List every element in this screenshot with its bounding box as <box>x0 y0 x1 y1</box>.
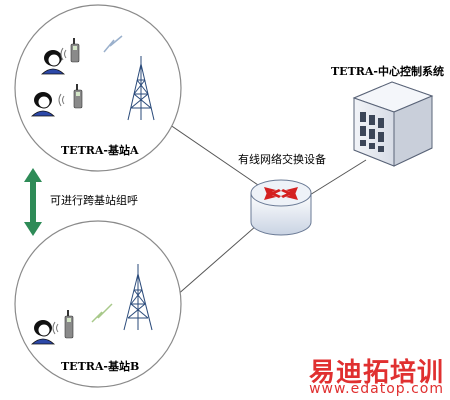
handset-icon <box>64 310 74 339</box>
link-station-a-to-switch <box>159 117 259 186</box>
signal-waves-icon <box>52 321 59 335</box>
handset-icon <box>73 84 83 109</box>
station-b-label: TETRA-基站B <box>61 360 140 373</box>
user-icon <box>40 50 66 75</box>
base-station-tower-icon <box>127 56 155 121</box>
user-icon <box>30 320 56 345</box>
link-switch-to-control <box>304 159 367 199</box>
control-system-label: TETRA-中心控制系统 <box>331 65 444 78</box>
station-a-coverage-circle <box>14 4 182 172</box>
control-server-icon <box>352 81 434 167</box>
handset-icon <box>70 38 80 63</box>
station-b-coverage-circle <box>14 220 182 388</box>
station-a-label: TETRA-基站A <box>61 144 139 157</box>
cross-call-annotation: 可进行跨基站组呼 <box>50 194 138 207</box>
base-station-tower-icon <box>123 264 153 331</box>
cross-station-arrow-icon <box>24 168 42 236</box>
watermark-url: www.edatop.com <box>309 381 444 397</box>
signal-waves-icon <box>58 93 65 107</box>
network-switch-icon <box>250 179 312 236</box>
user-icon <box>30 92 56 117</box>
radio-link-icon <box>91 303 113 323</box>
signal-waves-icon <box>60 47 67 61</box>
radio-link-icon <box>103 35 123 53</box>
network-switch-label: 有线网络交换设备 <box>238 153 326 166</box>
watermark-brand: 易迪拓培训 <box>308 358 444 388</box>
